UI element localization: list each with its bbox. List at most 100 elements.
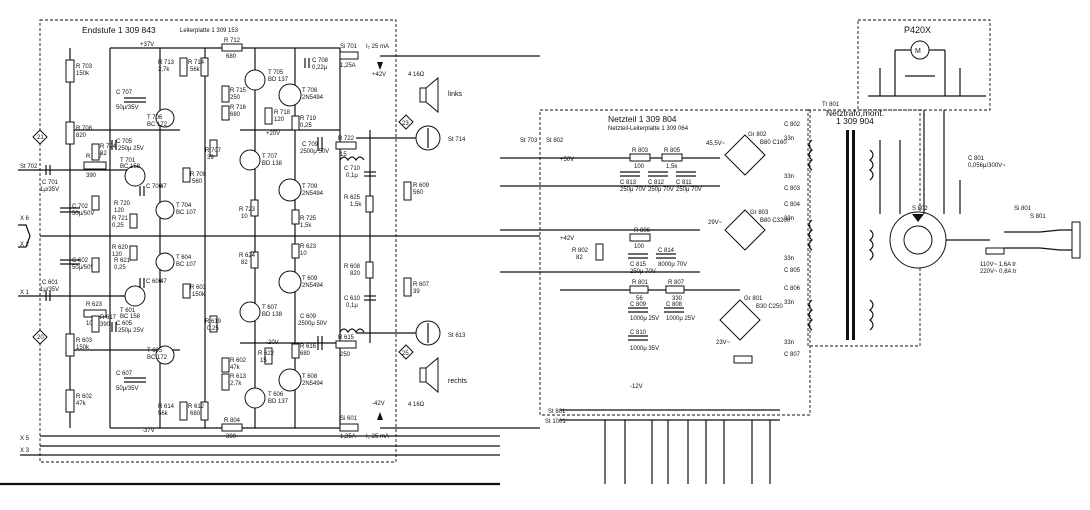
c801-value: 0,056μ/300V~ [968, 163, 1006, 169]
t709-ref: T 709 [302, 184, 318, 190]
r713-value: 2,7k [158, 67, 170, 73]
transistor-symbols [124, 69, 302, 409]
c812-ref: C 812 [648, 180, 665, 186]
st702-label: St 702 [20, 164, 38, 170]
r804-ref: R 803 [632, 148, 649, 154]
r620-ref: R 624 [239, 253, 256, 259]
c707-value: 50μ/35V [116, 105, 138, 111]
r602-label: R 602 [76, 394, 93, 400]
r608-value: 390 [100, 322, 111, 328]
r703-value: 390 [86, 173, 97, 179]
c808-value: 1000μ 25V [666, 316, 695, 322]
r601-value: 150k [76, 345, 90, 351]
t604-ref: T 604 [176, 255, 192, 261]
r805-ref: R 806 [634, 228, 651, 234]
c808-ref: C 808 [666, 302, 683, 308]
c706-ref: C 706 [146, 184, 163, 190]
r607-ref: R 621 [114, 258, 131, 264]
t704-type: BC 107 [176, 210, 197, 216]
r613-value: 56k [158, 411, 169, 417]
transformer-cores [808, 130, 874, 340]
c815-ref: C 815 [630, 262, 647, 268]
gr803-ref: Gr 803 [750, 210, 769, 216]
c811-value: 250μ 70V [676, 187, 702, 193]
t701-type: BC 158 [120, 164, 141, 170]
t606-ref: T 606 [268, 392, 284, 398]
minus12-label: -12V [630, 384, 643, 390]
t709-type: 2N5494 [302, 191, 324, 197]
r725-value: 560 [413, 190, 424, 196]
t708-type: 2N5494 [302, 95, 324, 101]
c811-ref: C 811 [676, 180, 692, 186]
r716-ref: R 716 [230, 105, 247, 111]
c606-ref: C 606 [146, 279, 163, 285]
t605-ref: T 605 [147, 348, 163, 354]
r724-ref: R 709 [190, 172, 207, 178]
c607-value: 50μ/35V [116, 386, 138, 392]
mains-110: 110V~ 1,6A tr [980, 262, 1016, 268]
c806-value: 33n [784, 300, 794, 306]
r625-ref: R 607 [413, 282, 430, 288]
c815-value: 250μ 70V [630, 269, 656, 275]
r603-label: R 623 [86, 302, 103, 308]
t706-ref: T 706 [147, 115, 163, 121]
rail-m20: -20V [266, 340, 279, 346]
c710-ref: C 710 [344, 166, 361, 172]
minus42-bottom: -42V [372, 401, 385, 407]
c809-value: 1000μ 25V [630, 316, 659, 322]
r723-ref: R 625 [344, 195, 361, 201]
r612-value: 390 [226, 434, 237, 440]
st703-label: St 703 [520, 138, 538, 144]
netztrafo-title: Netztrafo,mont. [826, 108, 884, 118]
c709-value: 2500μ 50V [300, 149, 329, 155]
c806-ref: C 806 [784, 286, 801, 292]
netzteil-board: Netzteil-Leiterplatte 1 309 064 [608, 126, 689, 132]
r725-ref: R 609 [413, 183, 430, 189]
r802-ref: R 801 [632, 280, 649, 286]
x2-label: X 2 [20, 242, 30, 248]
speaker-rechts: rechts [448, 378, 468, 385]
netztrafo-number: 1 309 904 [836, 116, 874, 126]
c803-value: 33n [784, 174, 794, 180]
gr803-value: B80 C3200 [760, 218, 791, 224]
gr801-ref: Gr 801 [744, 296, 763, 302]
r622-ref: R 615 [338, 335, 355, 341]
c609-value: 2500μ 50V [298, 321, 327, 327]
si601-value: 1,25A [340, 434, 356, 440]
r709-value: 0,25 [112, 223, 124, 229]
r708-value: 82 [100, 151, 107, 157]
r712-value: 680 [226, 54, 237, 60]
r701-label: R 708 [76, 126, 93, 132]
c802-ref: C 802 [784, 122, 801, 128]
c810-ref: C 810 [630, 330, 647, 336]
t708-ref: T 708 [302, 88, 318, 94]
c801-ref: C 801 [968, 156, 985, 162]
t609-ref: T 609 [302, 276, 318, 282]
gr802-value: B80 C160 [760, 140, 787, 146]
tr801-label: Tr 801 [822, 102, 840, 108]
r717-value: 39 [207, 155, 214, 161]
r805-value: 100 [634, 244, 645, 250]
r724-value: 560 [192, 179, 203, 185]
r607-value: 0,25 [114, 265, 126, 271]
c709-ref: C 709 [302, 142, 319, 148]
t605-type: BC 172 [147, 355, 168, 361]
endstufe-title: Endstufe 1 309 843 [82, 25, 156, 35]
r602-value: 47k [76, 401, 87, 407]
c701-label: C 701 [42, 180, 59, 186]
c602-value: 50μ/50V [72, 265, 94, 271]
r603-value: 10 [86, 321, 93, 327]
r804-value: 100 [634, 164, 645, 170]
r623-ref: R 608 [344, 264, 361, 270]
speaker-links: links [448, 91, 463, 98]
r713-ref: R 713 [158, 60, 175, 66]
r721-ref: R 725 [300, 216, 317, 222]
c609-ref: C 609 [300, 314, 317, 320]
c807-ref: C 807 [784, 352, 801, 358]
c607-ref: C 607 [116, 371, 133, 377]
st801-label: St 801 [548, 409, 566, 415]
r614-value: 680 [190, 411, 201, 417]
r619-ref: R 616 [300, 344, 317, 350]
c805-ref: C 805 [784, 268, 801, 274]
r618-value: 15 [260, 358, 267, 364]
